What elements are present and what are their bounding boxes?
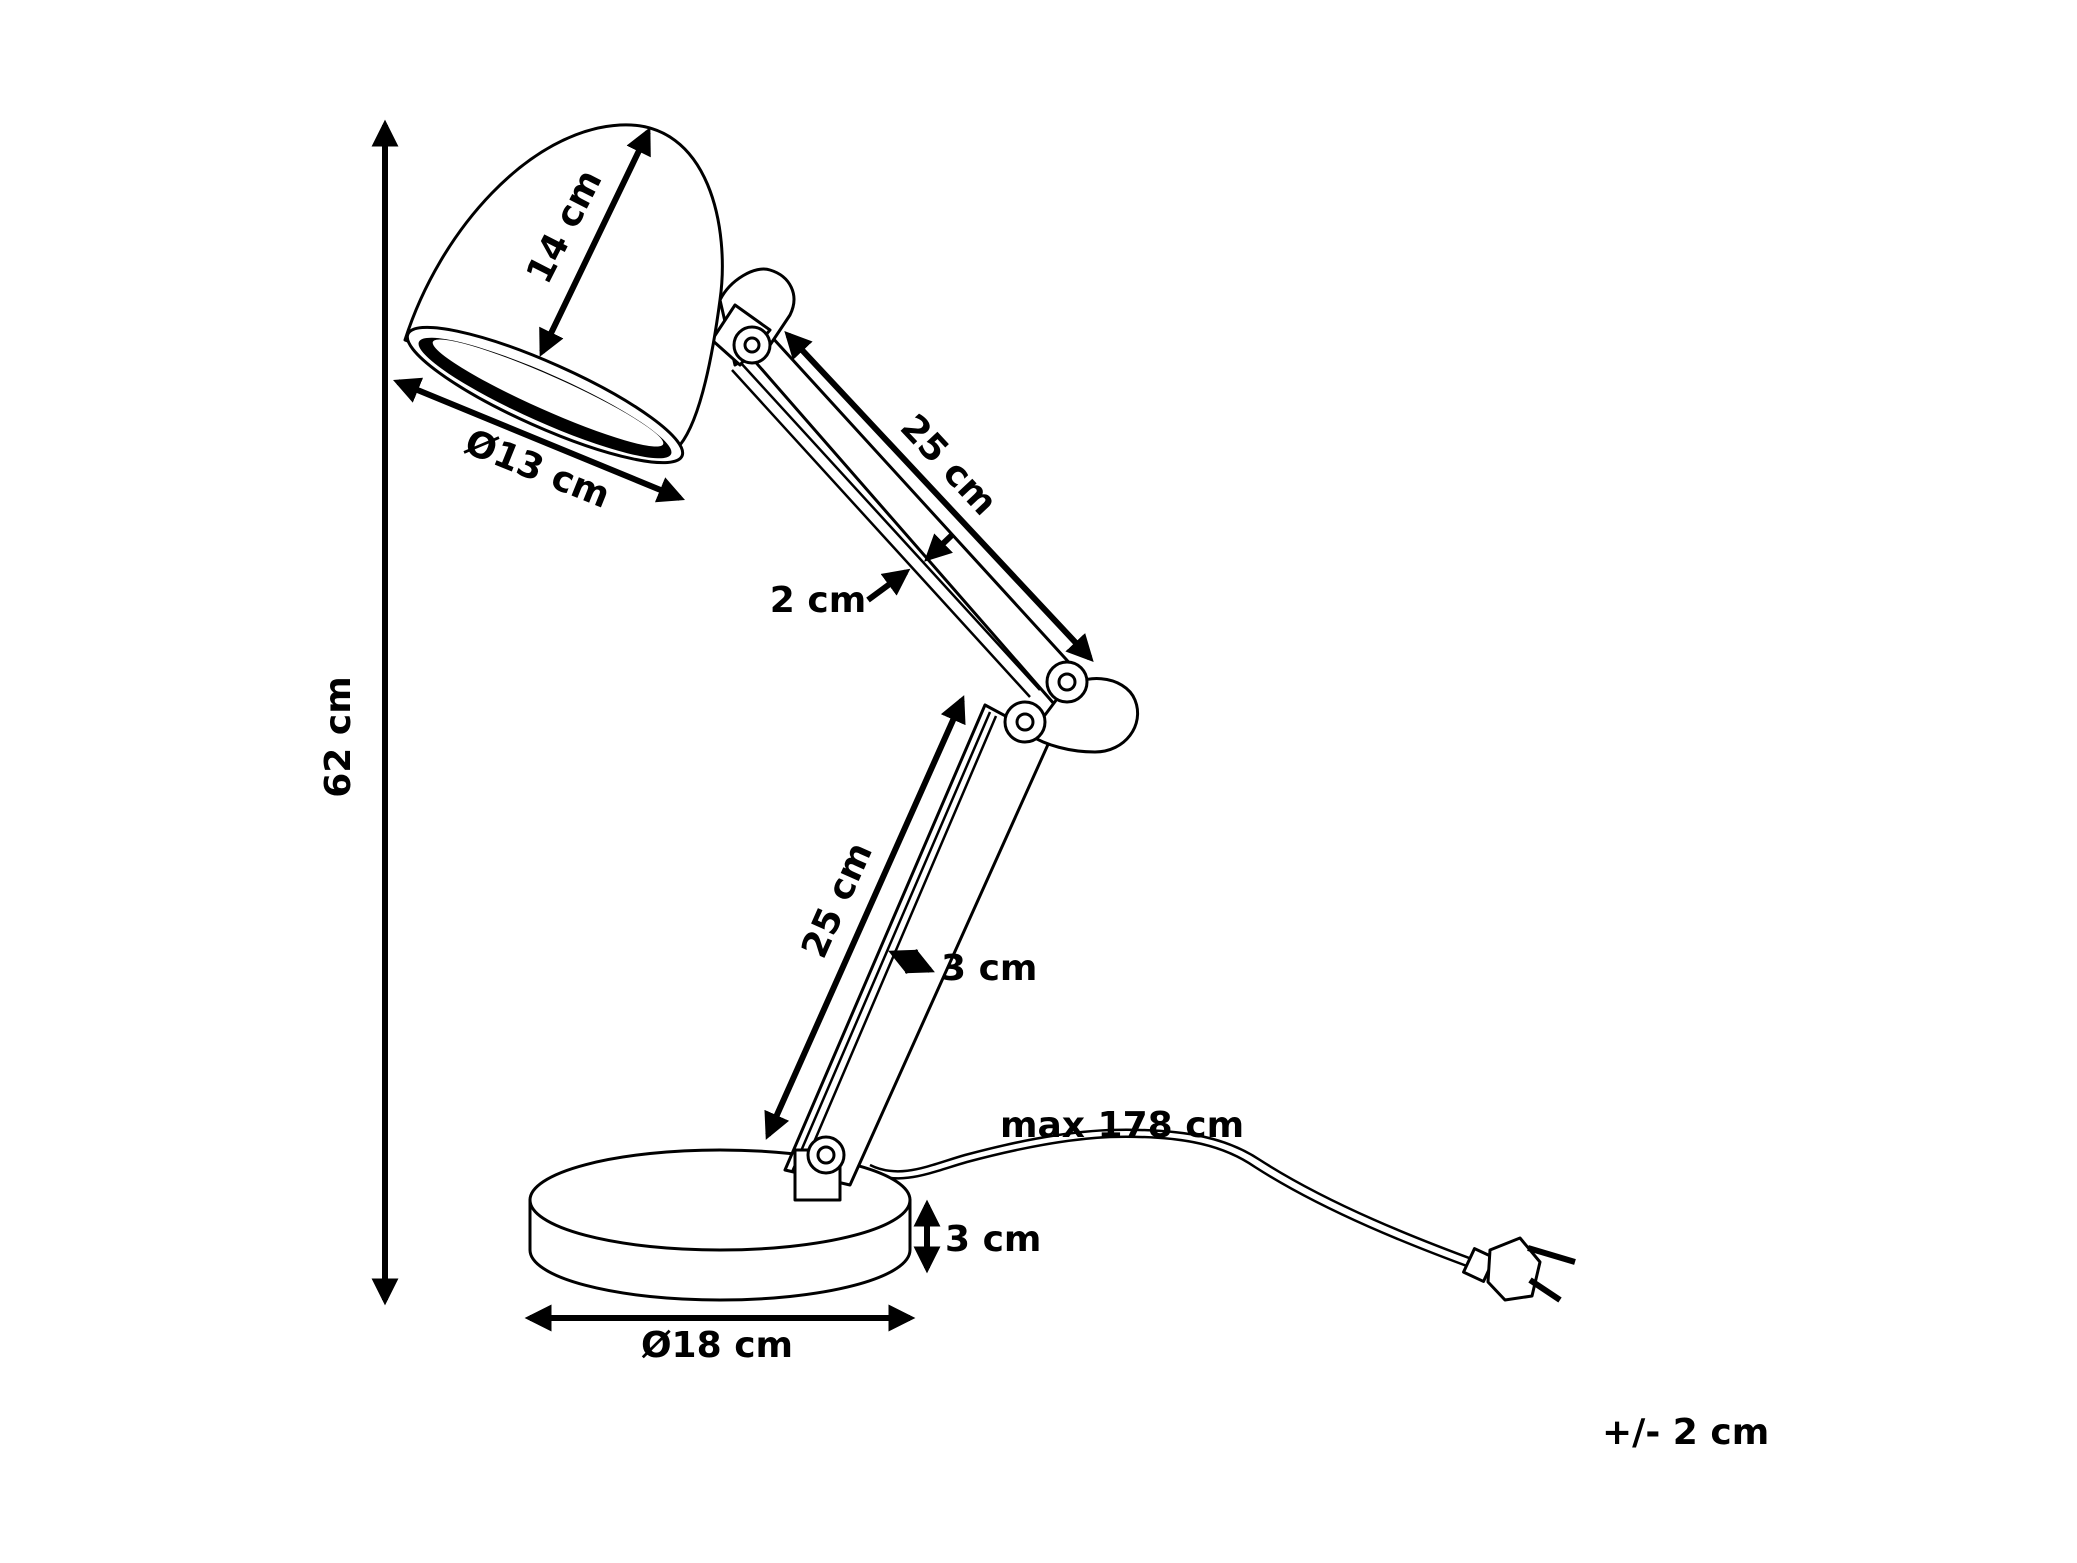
shade-mount <box>710 267 796 367</box>
base-diameter-label: Ø18 cm <box>641 1325 793 1366</box>
elbow-hinge <box>1003 660 1140 754</box>
base-height-label: 3 cm <box>945 1219 1041 1260</box>
lower-arm-width-label: 3 cm <box>941 948 1037 989</box>
lower-arm-length-label: 25 cm <box>794 836 881 964</box>
upper-arm-length-dimension-line <box>784 331 1094 662</box>
base-hinge <box>793 1135 846 1202</box>
power-cable <box>869 1128 1481 1264</box>
power-plug <box>1462 1236 1576 1303</box>
lower-arm-width-dimension-line <box>888 948 935 975</box>
upper-arm <box>731 333 1087 707</box>
plug-pin-top <box>1527 1245 1576 1265</box>
lamp-shade <box>403 123 724 465</box>
lamp-illustration <box>403 123 1576 1303</box>
plug-pin-bottom <box>1528 1277 1562 1303</box>
shade-diameter-dimension-line <box>393 377 685 503</box>
dimension-lines <box>371 119 1094 1332</box>
tolerance-label: +/- 2 cm <box>1602 1412 1769 1453</box>
height-total-label: 62 cm <box>318 676 359 797</box>
upper-arm-width-label: 2 cm <box>770 580 866 621</box>
power-cable-second-line <box>869 1135 1476 1271</box>
cable-length-label: max 178 cm <box>1000 1105 1244 1146</box>
shade-height-dimension-line <box>539 127 651 357</box>
upper-arm-width-arrow-lower <box>866 568 911 603</box>
upper-arm-width-arrow-upper <box>924 532 955 562</box>
lower-arm-length-dimension-line <box>764 695 966 1140</box>
